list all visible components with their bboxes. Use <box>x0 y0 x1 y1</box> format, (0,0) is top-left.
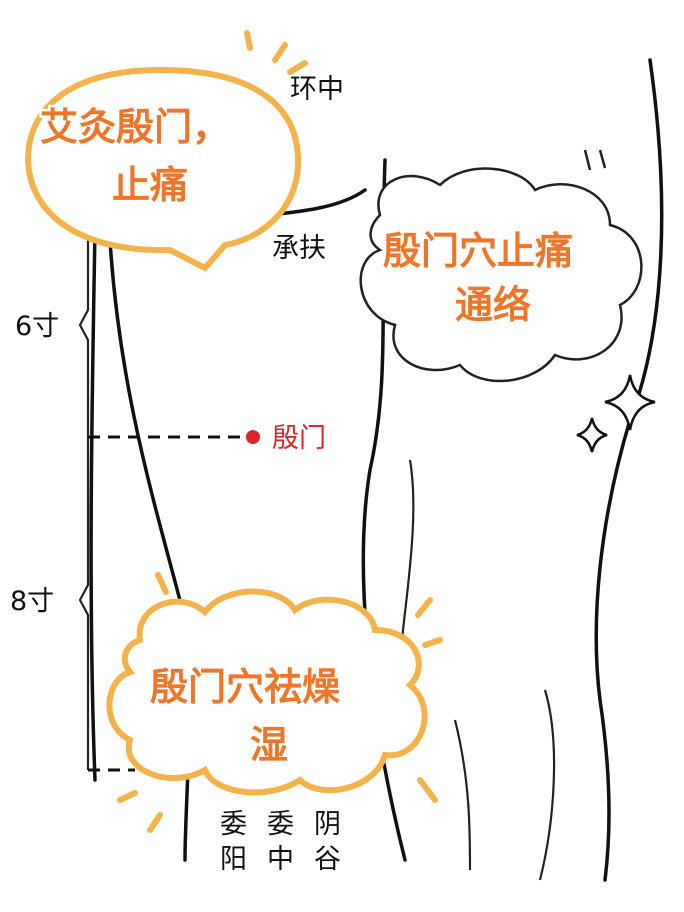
label-chengfu: 承扶 <box>272 233 326 264</box>
calf-line <box>453 719 472 871</box>
cloud-bottom-line1: 殷门穴祛燥 <box>150 665 341 709</box>
label-weizhong-1: 委 <box>267 809 294 840</box>
speech-text-line1: 艾灸殷门， <box>40 105 230 149</box>
label-weizhong-2: 中 <box>267 844 294 875</box>
speech-bubble: 艾灸殷门， 止痛 <box>24 30 308 272</box>
left-leg-outer-line <box>89 228 97 782</box>
cloud-right: 殷门穴止痛 通络 <box>359 149 643 383</box>
yinmen-point <box>246 430 260 444</box>
label-weiyang-1: 委 <box>220 809 247 840</box>
cloud-right-line1: 殷门穴止痛 <box>383 229 573 273</box>
label-weiyang-2: 阳 <box>220 844 247 875</box>
cloud-bottom-line2: 湿 <box>250 723 288 767</box>
label-8cun: 8寸 <box>10 586 54 617</box>
label-yingu-2: 谷 <box>314 844 341 875</box>
label-yingu-1: 阴 <box>314 809 341 840</box>
label-huantiao: 环中 <box>290 74 344 105</box>
knee-line <box>398 459 415 661</box>
sparkle-icon <box>604 374 656 431</box>
measure-ruler-upper <box>78 232 90 437</box>
label-yinmen: 殷门 <box>272 423 326 454</box>
cloud-bottom: 殷门穴祛燥 湿 <box>106 572 443 833</box>
sparkle-icon <box>576 417 608 453</box>
label-6cun: 6寸 <box>15 311 59 342</box>
measure-ruler-lower <box>78 437 90 770</box>
right-leg-back-line <box>594 58 664 882</box>
speech-text-line2: 止痛 <box>112 163 188 207</box>
cloud-right-line2: 通络 <box>455 283 531 327</box>
calf-line-2 <box>538 689 556 881</box>
